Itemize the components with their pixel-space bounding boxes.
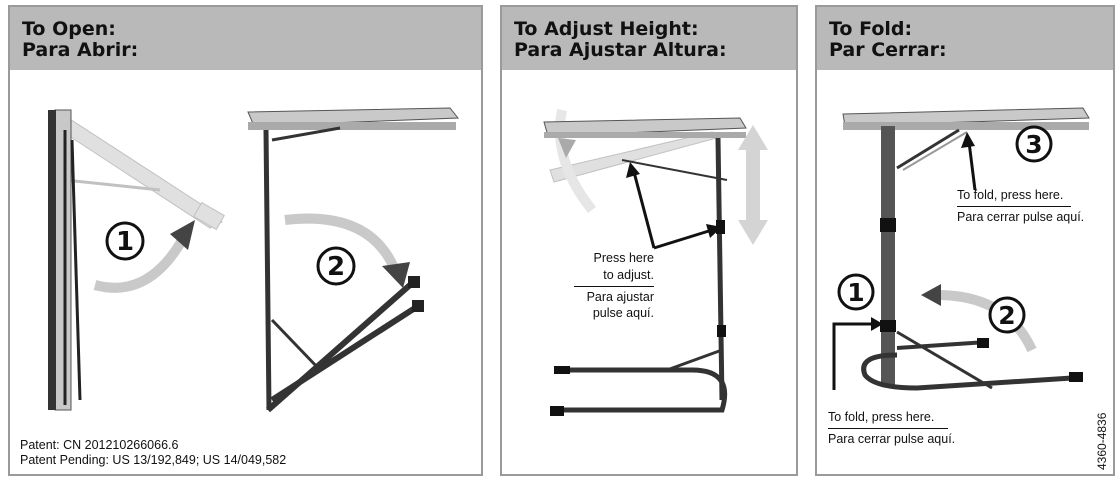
panel-fold: To Fold: Par Cerrar:	[815, 5, 1115, 476]
fold-top-en: To fold, press here.	[957, 188, 1064, 202]
title-adjust-es: Para Ajustar Altura:	[514, 39, 727, 61]
fold-bottom-es: Para cerrar pulse aquí.	[828, 432, 956, 446]
adjust-para-2: pulse aquí.	[592, 306, 654, 320]
title-adjust-en: To Adjust Height:	[514, 18, 699, 40]
fold-step-3: 3	[1015, 125, 1053, 163]
svg-text:1: 1	[847, 278, 864, 307]
title-fold-en: To Fold:	[829, 18, 913, 40]
svg-text:2: 2	[327, 252, 345, 282]
svg-text:3: 3	[1025, 130, 1042, 159]
fold-step-2: 2	[988, 296, 1026, 334]
panel-adjust-illustration: Press here to adjust. Para ajustar pulse…	[502, 70, 796, 474]
open-step-2: 2	[316, 246, 356, 286]
fold-top-divider	[957, 206, 1071, 207]
panel-open-illustration: 1 2 Patent: CN 201210266066.6 Patent Pen…	[10, 70, 481, 474]
panel-fold-header: To Fold: Par Cerrar:	[817, 7, 1113, 70]
panel-adjust: To Adjust Height: Para Ajustar Altura:	[500, 5, 798, 476]
panel-adjust-header: To Adjust Height: Para Ajustar Altura:	[502, 7, 796, 70]
adjust-para-1: Para ajustar	[586, 290, 654, 304]
title-open-es: Para Abrir:	[22, 39, 139, 61]
title-fold-es: Par Cerrar:	[829, 39, 947, 61]
title-open-en: To Open:	[22, 18, 116, 40]
adjust-table-illustration	[543, 109, 768, 416]
svg-text:2: 2	[998, 301, 1015, 330]
fold-bottom-divider	[828, 428, 948, 429]
fold-bottom-en: To fold, press here.	[828, 410, 935, 424]
panel-open-header: To Open: Para Abrir:	[10, 7, 481, 70]
panel-fold-illustration: 1 2 3 To fold, press here. Para cerrar p…	[817, 70, 1113, 474]
product-code: 4360-4836	[1095, 412, 1109, 470]
fold-step-1: 1	[837, 273, 875, 311]
patent-line-2: Patent Pending: US 13/192,849; US 14/049…	[20, 453, 287, 467]
open-table-illustration: 1 2	[48, 107, 460, 413]
open-step-1: 1	[105, 221, 145, 261]
patent-line-1: Patent: CN 201210266066.6	[20, 438, 179, 452]
panel-open: To Open: Para Abrir: 1	[8, 5, 483, 476]
adjust-press-1: Press here	[593, 251, 654, 265]
adjust-divider	[574, 286, 654, 287]
fold-table-illustration: 1 2 3	[832, 107, 1090, 391]
svg-text:1: 1	[116, 227, 134, 257]
adjust-press-2: to adjust.	[603, 268, 654, 282]
fold-top-es: Para cerrar pulse aquí.	[957, 210, 1085, 224]
